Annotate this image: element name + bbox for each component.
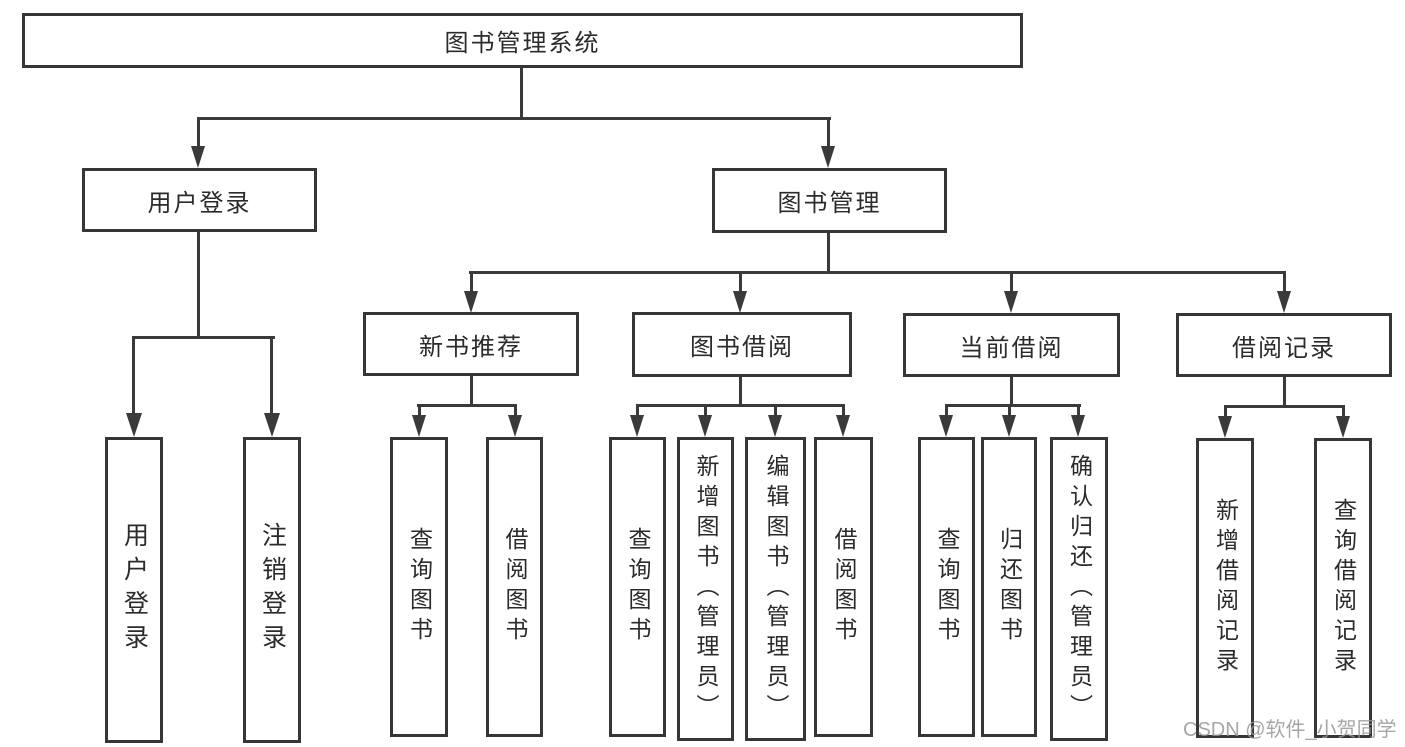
arrowhead-down-icon [630, 415, 644, 437]
connector-line [636, 404, 845, 407]
connector-line [1010, 377, 1013, 407]
connector-line [1077, 404, 1080, 417]
leaf-label: 用户登录 [120, 522, 149, 658]
arrowhead-down-icon [821, 146, 835, 168]
connector-line [470, 376, 473, 407]
node-new-book-recommend: 新书推荐 [363, 312, 579, 376]
connector-line [469, 271, 1286, 274]
arrowhead-down-icon [1071, 415, 1085, 437]
connector-line [1224, 405, 1227, 417]
node-book-management: 图书管理 [712, 168, 947, 233]
connector-line [132, 336, 275, 339]
connector-line [704, 404, 707, 417]
arrowhead-down-icon [1004, 291, 1018, 313]
arrowhead-down-icon [191, 146, 205, 168]
arrowhead-down-icon [508, 415, 522, 437]
connector-line [945, 404, 1081, 407]
node-label: 新书推荐 [419, 333, 523, 361]
leaf-add-borrow-record: 新增借阅记录 [1196, 438, 1254, 738]
leaf-label: 确认归还（管理员） [1066, 454, 1093, 724]
connector-line [945, 404, 948, 417]
connector-line [827, 117, 830, 147]
arrowhead-down-icon [698, 415, 712, 437]
node-book-borrowing: 图书借阅 [632, 312, 852, 377]
leaf-user-login: 用户登录 [105, 437, 163, 743]
connector-line [197, 117, 200, 147]
leaf-label: 新增借阅记录 [1212, 498, 1239, 678]
node-label: 图书管理 [777, 190, 882, 217]
connector-line [739, 377, 742, 407]
connector-line [1224, 405, 1345, 408]
connector-line [636, 404, 639, 417]
arrowhead-down-icon [412, 415, 426, 437]
leaf-query-borrow-record: 查询借阅记录 [1314, 438, 1372, 738]
arrowhead-down-icon [126, 413, 142, 437]
node-label: 图书管理系统 [444, 30, 601, 57]
leaf-label: 归还图书 [996, 527, 1023, 647]
connector-line [739, 271, 742, 292]
connector-line [1010, 271, 1013, 292]
leaf-label: 编辑图书（管理员） [763, 454, 789, 724]
node-label: 图书借阅 [690, 334, 794, 361]
connector-line [417, 404, 517, 407]
node-user-login: 用户登录 [82, 168, 317, 232]
leaf-label: 注销登录 [258, 522, 287, 658]
leaf-query-books-borrowing: 查询图书 [609, 437, 666, 737]
leaf-label: 查询图书 [625, 527, 651, 647]
node-label: 借阅记录 [1232, 334, 1336, 362]
arrowhead-down-icon [733, 291, 747, 313]
connector-line [1008, 404, 1011, 417]
leaf-edit-book-admin: 编辑图书（管理员） [745, 437, 806, 741]
connector-line [1342, 405, 1345, 417]
leaf-label: 新增图书（管理员） [693, 454, 719, 724]
connector-line [514, 404, 517, 417]
connector-line [470, 271, 473, 292]
connector-line [270, 336, 273, 415]
arrowhead-down-icon [939, 415, 953, 437]
leaf-borrow-books-recommend: 借阅图书 [486, 437, 543, 737]
arrowhead-down-icon [1218, 416, 1232, 438]
leaf-label: 借阅图书 [831, 527, 857, 647]
arrowhead-down-icon [1002, 415, 1016, 437]
csdn-watermark: CSDN @软件_小贺同学 [1183, 719, 1397, 741]
node-current-borrowing: 当前借阅 [903, 313, 1120, 377]
node-label: 当前借阅 [959, 334, 1064, 362]
connector-line [520, 68, 523, 119]
leaf-label: 查询图书 [406, 527, 433, 647]
leaf-query-books-current: 查询图书 [918, 437, 975, 737]
leaf-confirm-return-admin: 确认归还（管理员） [1050, 437, 1108, 741]
connector-line [827, 233, 830, 274]
leaf-return-book: 归还图书 [981, 437, 1037, 737]
connector-line [1283, 377, 1286, 408]
connector-line [197, 232, 200, 339]
connector-line [774, 404, 777, 417]
connector-line [842, 404, 845, 417]
arrowhead-down-icon [836, 415, 850, 437]
node-borrow-records: 借阅记录 [1176, 313, 1392, 377]
leaf-logout: 注销登录 [243, 437, 301, 743]
leaf-label: 借阅图书 [502, 527, 528, 647]
leaf-add-book-admin: 新增图书（管理员） [677, 437, 734, 741]
connector-line [1283, 271, 1286, 292]
leaf-label: 查询图书 [934, 527, 960, 647]
arrowhead-down-icon [264, 413, 280, 437]
node-label: 用户登录 [147, 189, 252, 217]
leaf-query-books-recommend: 查询图书 [390, 437, 448, 737]
connector-line [132, 336, 135, 415]
arrowhead-down-icon [1336, 416, 1350, 438]
leaf-borrow-books: 借阅图书 [814, 437, 873, 737]
arrowhead-down-icon [768, 415, 782, 437]
connector-line [198, 117, 831, 120]
connector-line [418, 404, 421, 417]
leaf-label: 查询借阅记录 [1330, 498, 1357, 678]
arrowhead-down-icon [1277, 291, 1291, 313]
node-library-system: 图书管理系统 [22, 13, 1023, 68]
arrowhead-down-icon [464, 291, 478, 313]
